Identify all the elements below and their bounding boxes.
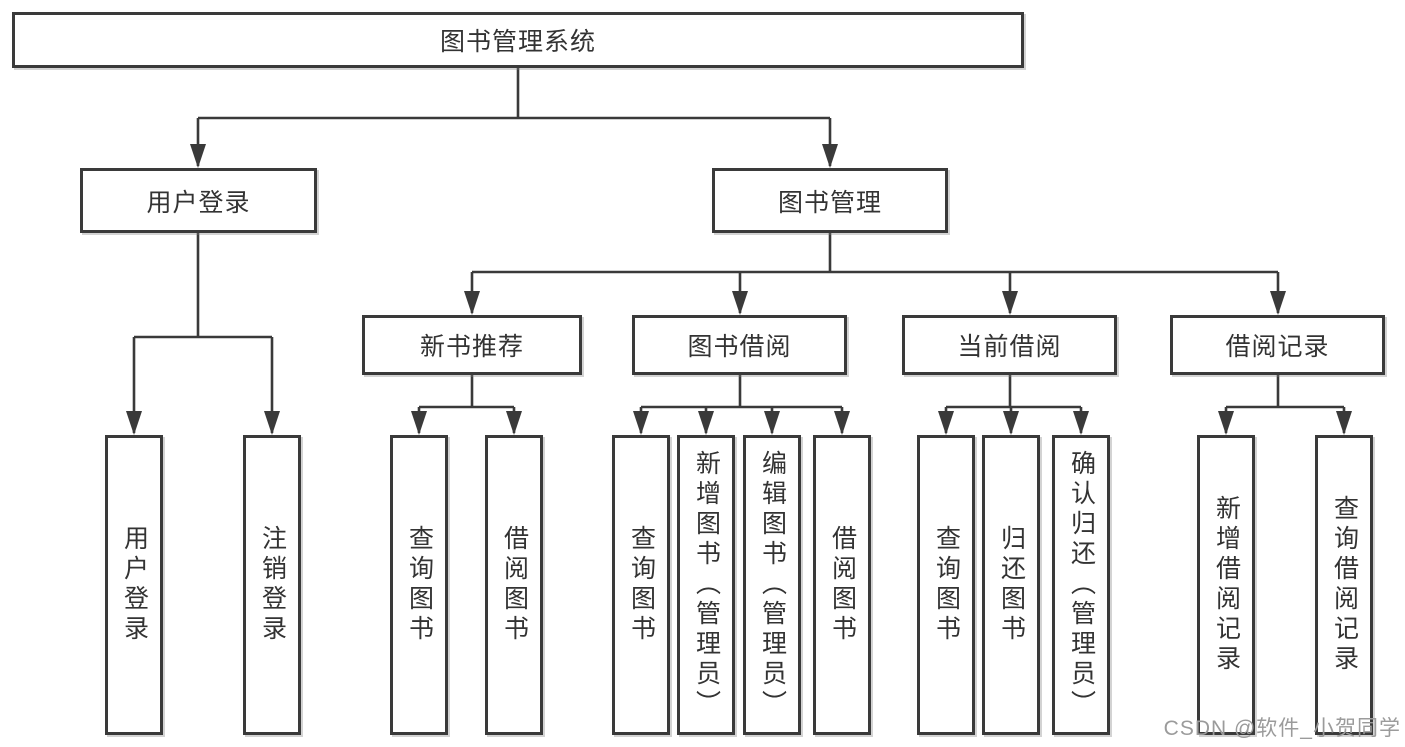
connector-root <box>196 68 832 166</box>
arrow-icon <box>264 411 280 435</box>
leaf-add-borrow-record: 新增借阅记录 <box>1197 435 1255 735</box>
arrow-icon <box>411 411 427 435</box>
leaf-add-books-admin: 新增图书（管理员） <box>677 435 735 735</box>
connector-user-login <box>132 233 274 433</box>
arrow-icon <box>732 291 748 315</box>
arrow-icon <box>1003 411 1019 435</box>
arrowheads <box>126 144 1352 435</box>
arrow-icon <box>822 144 838 168</box>
connector-book-borrowing <box>639 375 844 433</box>
arrow-icon <box>764 411 780 435</box>
node-current-borrowing: 当前借阅 <box>902 315 1117 375</box>
arrow-icon <box>1073 411 1089 435</box>
node-new-book-recommend: 新书推荐 <box>362 315 582 375</box>
arrow-icon <box>1270 291 1286 315</box>
node-user-login: 用户登录 <box>80 168 317 233</box>
arrow-icon <box>506 411 522 435</box>
arrow-icon <box>464 291 480 315</box>
csdn-watermark: CSDN @软件_小贺同学 <box>1163 717 1401 740</box>
arrow-icon <box>1002 291 1018 315</box>
leaf-logout: 注销登录 <box>243 435 301 735</box>
leaf-user-login: 用户登录 <box>105 435 163 735</box>
leaf-query-books-borrowing: 查询图书 <box>612 435 670 735</box>
leaf-query-books-recommend: 查询图书 <box>390 435 448 735</box>
leaf-borrow-books-borrowing: 借阅图书 <box>813 435 871 735</box>
leaf-query-books-current: 查询图书 <box>917 435 975 735</box>
arrow-icon <box>633 411 649 435</box>
arrow-icon <box>1336 411 1352 435</box>
node-borrow-records: 借阅记录 <box>1170 315 1385 375</box>
connector-book-management <box>470 233 1280 313</box>
node-book-management: 图书管理 <box>712 168 948 233</box>
arrow-icon <box>1218 411 1234 435</box>
arrow-icon <box>938 411 954 435</box>
arrow-icon <box>698 411 714 435</box>
arrow-icon <box>834 411 850 435</box>
leaf-return-books: 归还图书 <box>982 435 1040 735</box>
node-library-management-system: 图书管理系统 <box>12 12 1024 68</box>
connector-borrow-records <box>1224 375 1346 433</box>
connector-new-book-recommend <box>417 375 516 433</box>
leaf-borrow-books-recommend: 借阅图书 <box>485 435 543 735</box>
arrow-icon <box>126 411 142 435</box>
node-book-borrowing: 图书借阅 <box>632 315 847 375</box>
leaf-edit-books-admin: 编辑图书（管理员） <box>743 435 801 735</box>
arrow-icon <box>190 144 206 168</box>
leaf-confirm-return-admin: 确认归还（管理员） <box>1052 435 1110 735</box>
leaf-query-borrow-record: 查询借阅记录 <box>1315 435 1373 735</box>
